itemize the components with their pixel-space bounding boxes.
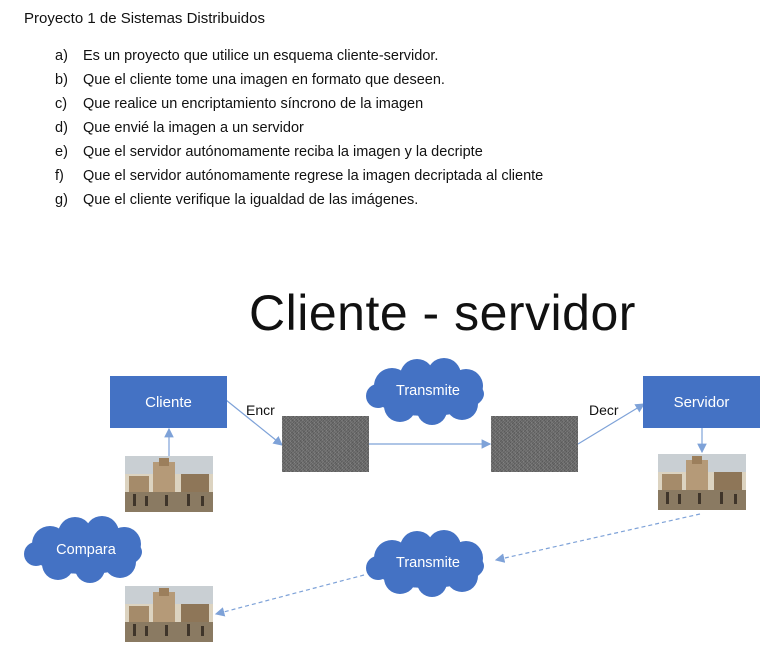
item-label: c) [55, 96, 68, 112]
item-text: Que el servidor autónomamente regrese la… [83, 168, 544, 184]
list-item: e) Que el servidor autónomamente reciba l… [55, 140, 543, 164]
server-label: Servidor [673, 393, 730, 411]
list-item: b) Que el cliente tome una imagen en form… [55, 68, 543, 92]
arrow-photo-to-transmit [494, 513, 701, 563]
decrypted-image-photo [658, 454, 746, 510]
decrypt-label: Decr [589, 402, 619, 418]
document-title: Proyecto 1 de Sistemas Distribuidos [24, 10, 265, 27]
arrow-transmit-to-photo [214, 574, 365, 617]
diagram-title: Cliente - servidor [249, 285, 636, 341]
transmit-top-label: Transmite [396, 383, 460, 399]
item-text: Que envié la imagen a un servidor [83, 120, 304, 136]
item-text: Que el cliente verifique la igualdad de … [83, 192, 419, 208]
list-item: g) Que el cliente verifique la igualdad d… [55, 188, 543, 212]
encrypt-label: Encr [246, 402, 275, 418]
list-item: a) Es un proyecto que utilice un esquema … [55, 44, 543, 68]
client-label: Cliente [145, 393, 192, 411]
arrow-encrypted-to-server [577, 403, 646, 445]
compare-label: Compara [56, 542, 116, 558]
list-item: d) Que envié la imagen a un servidor [55, 116, 543, 140]
item-label: b) [55, 72, 68, 88]
item-label: a) [55, 48, 68, 64]
returned-image-photo [125, 586, 213, 642]
item-text: Que el servidor autónomamente reciba la … [83, 144, 483, 160]
item-label: f) [55, 168, 64, 184]
item-text: Que realice un encriptamiento síncrono d… [83, 96, 424, 112]
list-item: c) Que realice un encriptamiento síncrono… [55, 92, 543, 116]
item-text: Es un proyecto que utilice un esquema cl… [83, 48, 439, 64]
list-item: f) Que el servidor autónomamente regrese … [55, 164, 543, 188]
requirements-list: a) Es un proyecto que utilice un esquema … [55, 44, 543, 212]
original-image-photo [125, 456, 213, 512]
encrypted-image-right [491, 416, 578, 472]
server-box: Servidor [643, 376, 760, 428]
item-label: g) [55, 192, 68, 208]
item-label: e) [55, 144, 68, 160]
cloud-compare [24, 516, 142, 583]
cloud-transmit-bottom [366, 530, 484, 597]
arrow-client-to-encrypted [225, 399, 283, 446]
item-text: Que el cliente tome una imagen en format… [83, 72, 445, 88]
transmit-bottom-label: Transmite [396, 555, 460, 571]
encrypted-image-left [282, 416, 369, 472]
cloud-transmit-top [366, 358, 484, 425]
client-box: Cliente [110, 376, 227, 428]
item-label: d) [55, 120, 68, 136]
